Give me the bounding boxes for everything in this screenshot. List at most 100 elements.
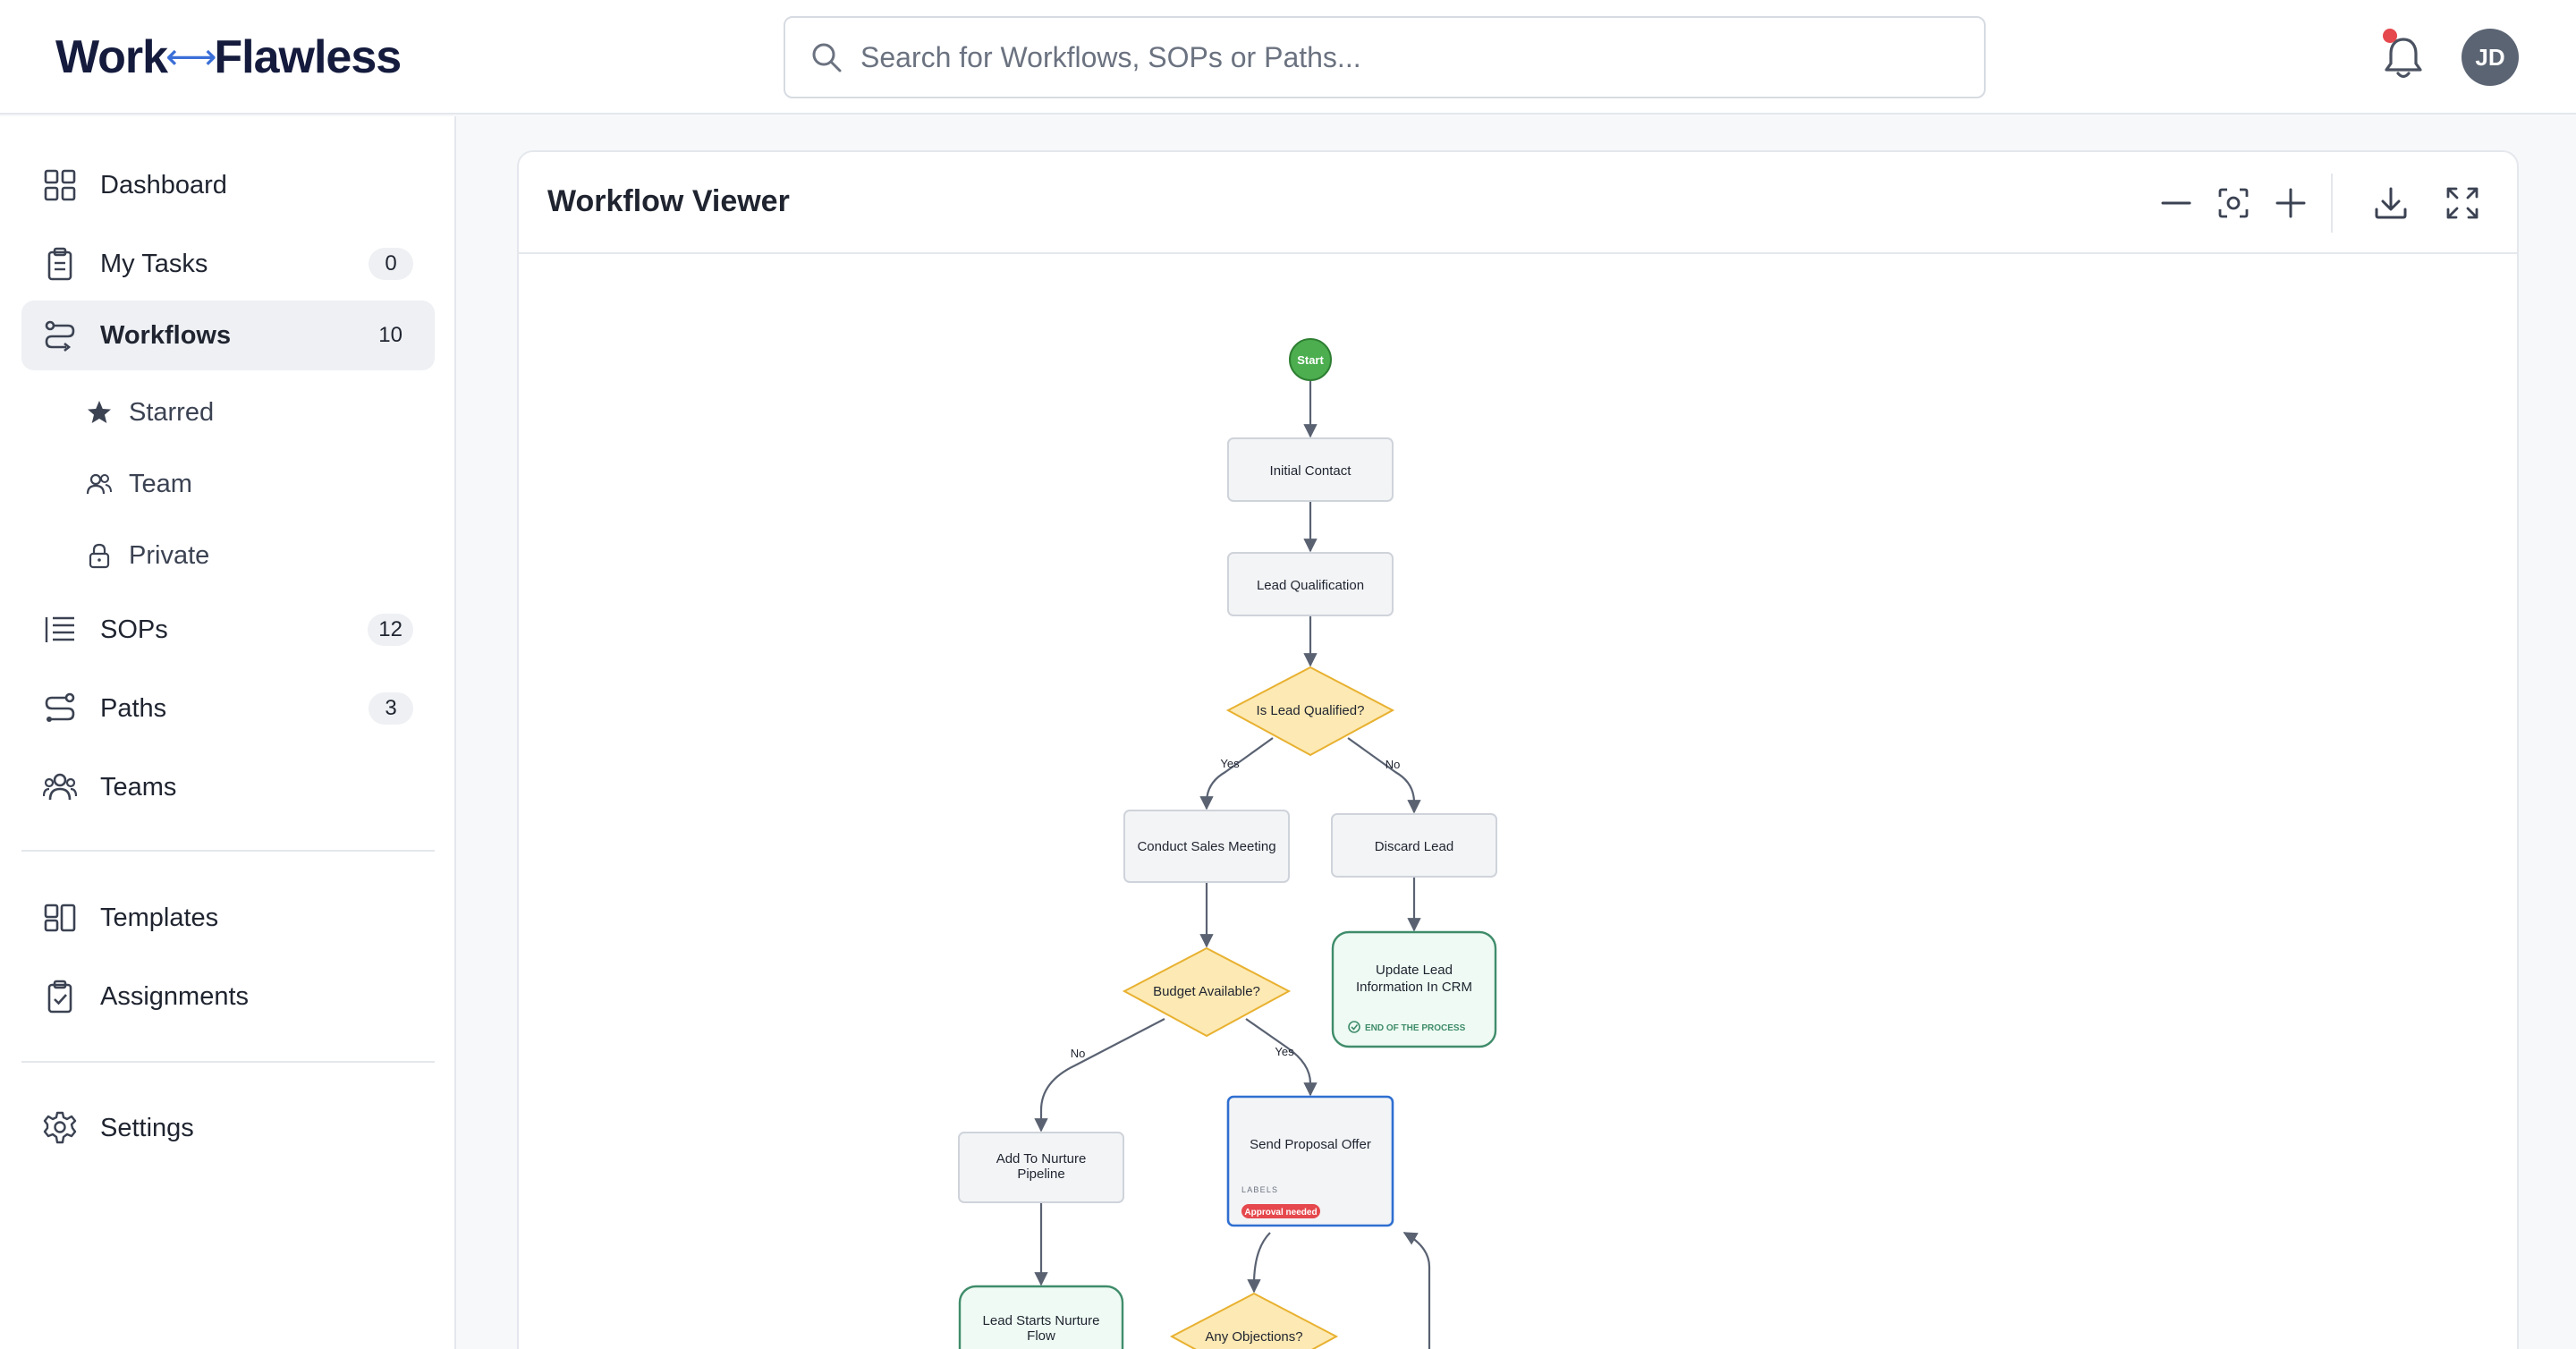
lock-icon [89, 543, 110, 569]
edge [1247, 1232, 1271, 1294]
node-label: Initial Contact [1270, 463, 1352, 479]
sidebar-item-label: Workflows [100, 320, 232, 350]
node-label: Flow [1027, 1328, 1055, 1344]
count-badge: 3 [369, 692, 413, 725]
sidebar-item-paths[interactable]: Paths 3 [21, 674, 435, 743]
sidebar-divider [21, 1061, 435, 1063]
app-logo[interactable]: Work ⟷ Flawless [55, 27, 402, 88]
sidebar-item-label: My Tasks [100, 249, 208, 278]
sidebar-item-label: Paths [100, 693, 167, 723]
assignment-icon [47, 980, 72, 1014]
sidebar: Dashboard My Tasks 0 Workflows 10 Starre… [0, 116, 456, 1349]
link-icon: ⟷ [165, 38, 216, 77]
node-label: Lead Starts Nurture [983, 1313, 1100, 1328]
sidebar-subitem-label: Private [129, 540, 210, 570]
edge-label-yes: Yes [1220, 757, 1240, 770]
sidebar-subitem-private[interactable]: Private [79, 528, 435, 583]
fullscreen-icon[interactable] [2444, 184, 2481, 222]
node-label: Discard Lead [1375, 839, 1453, 854]
fit-view-icon[interactable] [2215, 184, 2252, 222]
node-label: Pipeline [1017, 1167, 1064, 1182]
template-icon [44, 904, 76, 932]
grid-icon [44, 169, 76, 201]
node-label: Budget Available? [1153, 984, 1260, 999]
sidebar-item-assignments[interactable]: Assignments [21, 962, 435, 1031]
node-label: Start [1297, 353, 1324, 367]
edges [1034, 381, 1431, 1349]
zoom-out-icon[interactable] [2157, 184, 2195, 222]
sidebar-subitem-label: Team [129, 469, 192, 498]
labels-caption: LABELS [1241, 1185, 1278, 1194]
node-label: Lead Qualification [1257, 578, 1364, 593]
end-of-process-label: END OF THE PROCESS [1365, 1023, 1466, 1033]
sidebar-item-teams[interactable]: Teams [21, 752, 435, 822]
clipboard-icon [47, 247, 72, 281]
download-icon[interactable] [2372, 184, 2410, 222]
sidebar-item-sops[interactable]: SOPs 12 [21, 595, 435, 665]
sidebar-item-dashboard[interactable]: Dashboard [21, 150, 435, 220]
edge-label-no: No [1385, 758, 1401, 771]
node-label: Is Lead Qualified? [1257, 703, 1365, 718]
edge-loop [1402, 1232, 1431, 1349]
sidebar-subitem-label: Starred [129, 397, 215, 427]
end-node-lead-starts-nurture-flow[interactable]: Lead Starts Nurture Flow [958, 1285, 1124, 1349]
sidebar-subitem-starred[interactable]: Starred [79, 385, 435, 440]
team-icon [86, 473, 112, 495]
sidebar-item-label: Assignments [100, 981, 250, 1011]
zoom-in-icon[interactable] [2272, 184, 2309, 222]
logo-text-right: Flawless [214, 31, 402, 83]
sidebar-item-workflows[interactable]: Workflows 10 [21, 301, 435, 370]
search-icon [812, 43, 842, 72]
workflow-icon [45, 320, 75, 352]
check-circle-icon [1348, 1021, 1360, 1033]
node-label: Information In CRM [1356, 980, 1472, 995]
node-conduct-sales-meeting[interactable]: Conduct Sales Meeting [1123, 810, 1290, 883]
workflow-canvas[interactable]: Yes No No Yes Start Initial Contact Lead… [519, 256, 2517, 1349]
workflow-viewer-panel: Workflow Viewer [517, 150, 2519, 1349]
start-node[interactable]: Start [1289, 338, 1332, 381]
sidebar-item-my-tasks[interactable]: My Tasks 0 [21, 229, 435, 299]
notification-dot [2383, 29, 2397, 43]
sidebar-item-label: Settings [100, 1113, 194, 1142]
approval-badge-label: Approval needed [1244, 1208, 1317, 1217]
sidebar-item-label: SOPs [100, 615, 168, 644]
panel-header: Workflow Viewer [519, 152, 2517, 254]
sidebar-subitem-team[interactable]: Team [79, 456, 435, 512]
node-initial-contact[interactable]: Initial Contact [1227, 437, 1394, 502]
bell-icon[interactable] [2381, 34, 2426, 81]
star-icon [88, 401, 111, 423]
decision-is-lead-qualified[interactable]: Is Lead Qualified? [1225, 666, 1395, 757]
node-discard-lead[interactable]: Discard Lead [1331, 813, 1497, 878]
edge-no [1034, 1018, 1165, 1133]
sidebar-item-settings[interactable]: Settings [21, 1093, 435, 1163]
edge-yes [1245, 1018, 1318, 1097]
decision-any-objections[interactable]: Any Objections? [1169, 1292, 1339, 1349]
page-title: Workflow Viewer [547, 184, 790, 218]
logo-text-left: Work [55, 31, 168, 83]
edge-no [1347, 737, 1421, 814]
list-icon [45, 616, 74, 642]
path-icon [45, 692, 75, 722]
search-input[interactable] [860, 40, 1934, 74]
edge-label-no: No [1071, 1047, 1086, 1060]
count-badge: 12 [368, 614, 413, 646]
user-avatar[interactable]: JD [2462, 29, 2519, 86]
sidebar-item-label: Teams [100, 772, 177, 802]
node-label: Send Proposal Offer [1250, 1137, 1371, 1152]
node-send-proposal-offer[interactable]: Send Proposal Offer LABELS Approval need… [1226, 1095, 1394, 1227]
sidebar-item-label: Templates [100, 903, 219, 932]
sidebar-item-templates[interactable]: Templates [21, 883, 435, 953]
count-badge: 0 [369, 248, 413, 280]
top-bar: Work ⟷ Flawless JD [0, 0, 2576, 115]
search-box[interactable] [784, 16, 1986, 98]
node-lead-qualification[interactable]: Lead Qualification [1227, 552, 1394, 616]
node-add-to-nurture-pipeline[interactable]: Add To Nurture Pipeline [958, 1132, 1124, 1203]
users-icon [43, 773, 77, 801]
node-label: Any Objections? [1205, 1329, 1302, 1345]
node-label: Add To Nurture [996, 1151, 1087, 1167]
decision-budget-available[interactable]: Budget Available? [1122, 946, 1292, 1038]
node-label: Update Lead [1376, 963, 1453, 978]
edge-label-yes: Yes [1275, 1045, 1294, 1058]
end-node-update-crm[interactable]: Update Lead Information In CRM END OF TH… [1331, 930, 1497, 1048]
node-label: Conduct Sales Meeting [1137, 839, 1275, 854]
